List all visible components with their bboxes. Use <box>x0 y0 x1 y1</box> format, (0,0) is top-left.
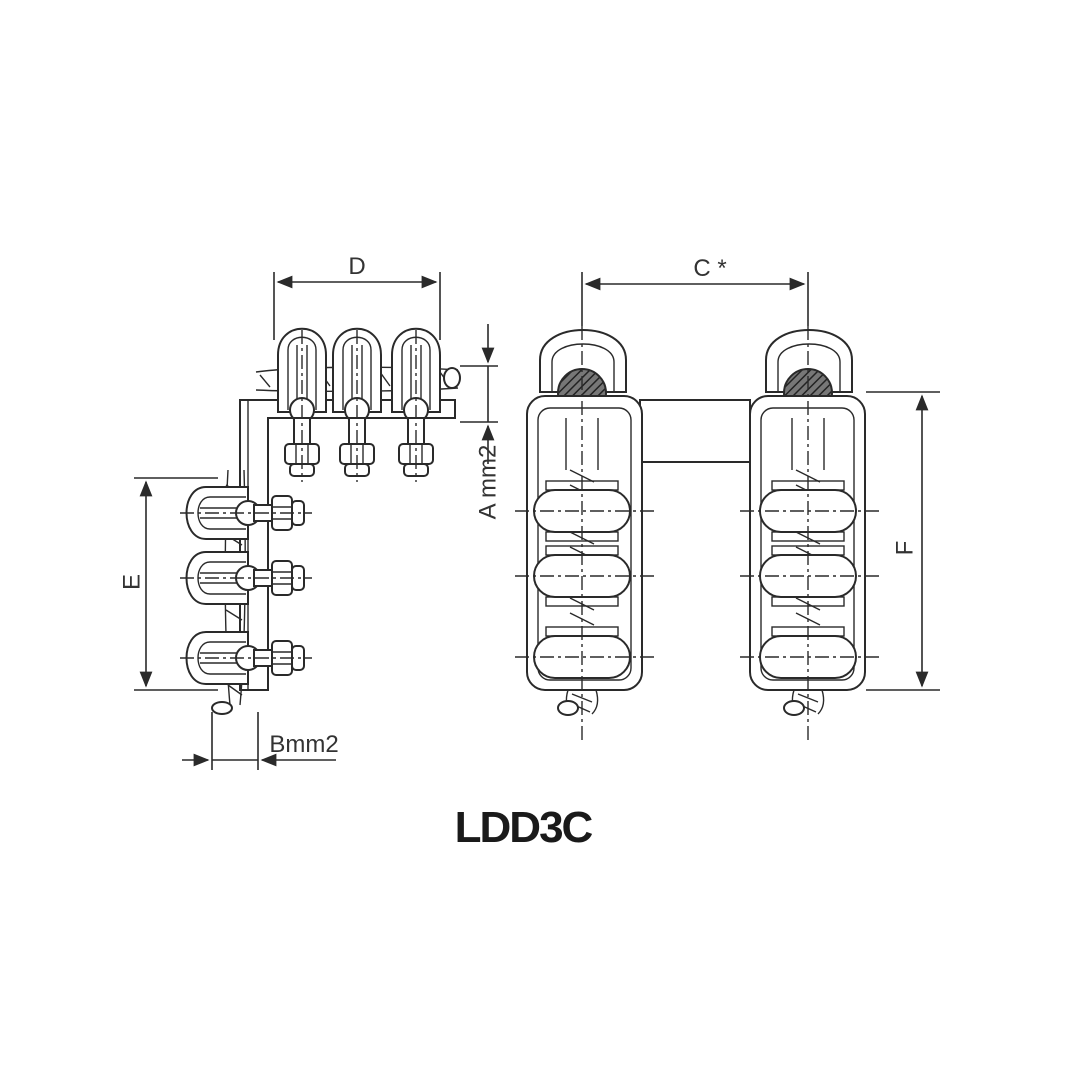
bridge-plate <box>639 399 751 463</box>
front-body-right <box>749 329 866 716</box>
side-clamps <box>185 486 305 685</box>
dimension-F: F <box>866 391 940 691</box>
front-view <box>515 326 880 742</box>
dimension-D: D <box>273 253 441 340</box>
dimension-E: E <box>118 477 218 691</box>
top-clamps <box>277 327 441 477</box>
label-A: A mm2 <box>474 445 501 520</box>
label-C: C * <box>693 255 726 282</box>
dimension-C: C * <box>581 255 809 326</box>
label-D: D <box>348 253 365 280</box>
label-E: E <box>118 574 145 590</box>
diagram-title: LDD3C <box>455 803 593 852</box>
dimension-B: Bmm2 <box>182 712 339 770</box>
label-F: F <box>891 541 918 556</box>
dimension-A: A mm2 <box>460 324 501 519</box>
side-view <box>180 327 461 715</box>
label-B: Bmm2 <box>269 731 338 758</box>
